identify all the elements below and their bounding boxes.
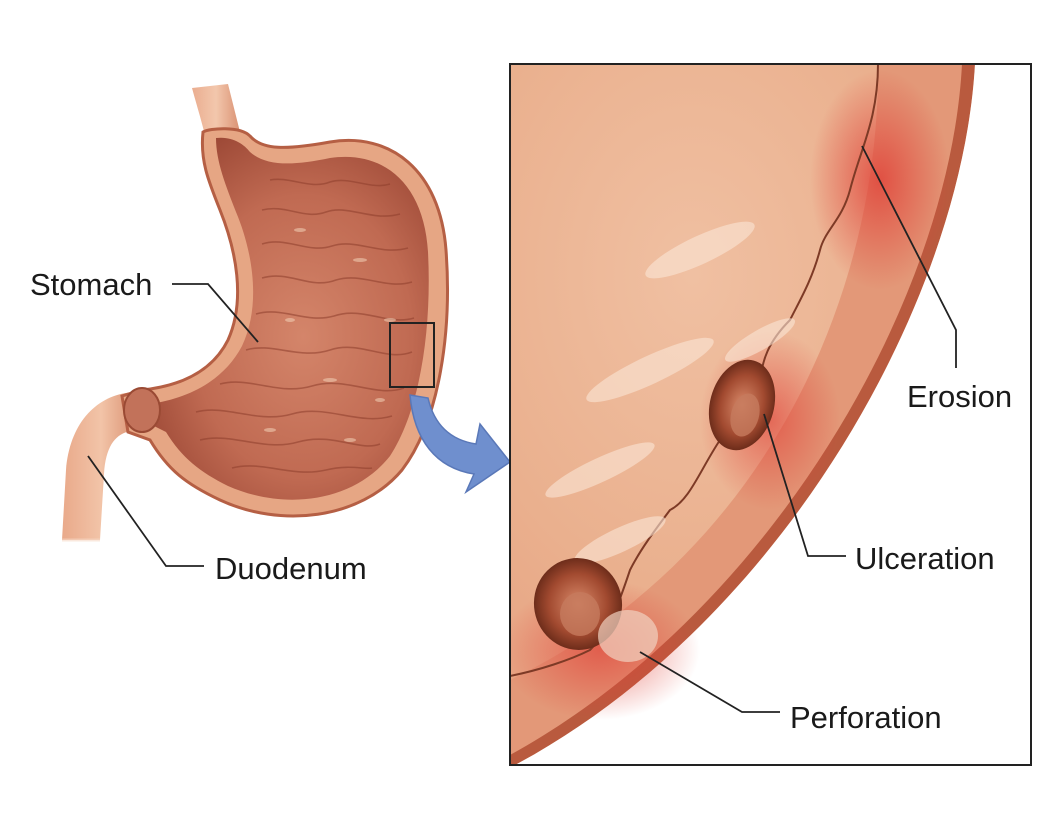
leader-duodenum bbox=[87, 455, 204, 567]
zoom-arrow bbox=[409, 394, 512, 495]
leader-ulceration bbox=[763, 413, 846, 557]
leader-erosion bbox=[861, 145, 957, 368]
inset-frame bbox=[509, 63, 1032, 766]
magnified-inset bbox=[509, 63, 1032, 766]
label-erosion: Erosion bbox=[907, 379, 1013, 414]
duodenum-tube bbox=[62, 392, 140, 540]
label-ulceration: Ulceration bbox=[855, 541, 995, 576]
label-stomach: Stomach bbox=[30, 267, 153, 302]
label-duodenum: Duodenum bbox=[215, 551, 367, 586]
zoom-box bbox=[389, 322, 435, 388]
esophagus bbox=[192, 84, 240, 136]
pylorus bbox=[123, 387, 161, 433]
leader-perforation bbox=[639, 651, 780, 713]
label-perforation: Perforation bbox=[790, 700, 942, 735]
stomach-illustration bbox=[62, 84, 449, 542]
leader-stomach bbox=[172, 283, 259, 343]
